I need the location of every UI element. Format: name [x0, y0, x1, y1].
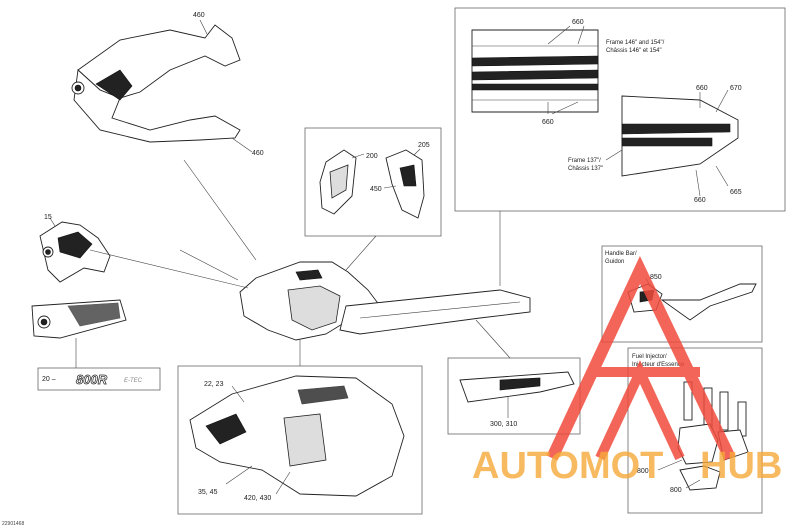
rail-decal-part — [459, 371, 575, 418]
callout-660-a: 660 — [572, 19, 584, 26]
decal-800r-box: 20 – 800R E-TEC — [37, 338, 161, 391]
note-handlebar-fr: Guidon — [605, 259, 624, 265]
side-decal-part — [31, 299, 127, 339]
front-panel-part — [189, 375, 405, 497]
fuel-injector-part — [657, 381, 749, 491]
drawing-number: 22901468 — [2, 521, 24, 527]
note-frame-137-en: Frame 137"/ — [568, 158, 601, 164]
frame-137-part — [605, 89, 739, 197]
callout-460-top: 460 — [193, 12, 205, 19]
decal-etec-text: E-TEC — [124, 378, 143, 384]
connector-lines — [89, 159, 511, 366]
side-panel-left-part — [319, 149, 365, 215]
callout-15: 15 — [44, 214, 52, 221]
handlebar-box — [601, 245, 763, 343]
snowmobile-body-part — [179, 249, 531, 341]
side-panel-right-part — [383, 148, 425, 219]
note-frame-146-en: Frame 146" and 154"/ — [606, 40, 665, 46]
callout-660-b: 660 — [542, 119, 554, 126]
callout-450: 450 — [370, 186, 382, 193]
watermark-logo — [546, 255, 736, 461]
callout-22-23: 22, 23 — [204, 381, 224, 388]
callout-35-45: 35, 45 — [198, 489, 218, 496]
frame-decals-box — [454, 7, 786, 212]
fuel-injector-box — [627, 347, 763, 514]
callout-850: 850 — [650, 274, 662, 281]
callout-300-310: 300, 310 — [490, 421, 517, 428]
side-panels-box — [304, 127, 442, 237]
hood-top-part — [71, 19, 253, 153]
note-frame-146-fr: Châssis 146" et 154" — [606, 48, 662, 54]
note-fuel-fr: Injecteur d'Essence — [632, 362, 685, 368]
callout-665: 665 — [730, 189, 742, 196]
callout-660-d: 660 — [694, 197, 706, 204]
callout-420-430: 420, 430 — [244, 495, 271, 502]
callout-20: 20 – — [42, 376, 56, 383]
callout-200: 200 — [366, 153, 378, 160]
decal-800r-text: 800R — [76, 372, 108, 387]
note-frame-137-fr: Châssis 137" — [568, 166, 603, 172]
note-handlebar-en: Handle Bar/ — [605, 251, 637, 257]
callout-660-c: 660 — [696, 85, 708, 92]
hood-small-part — [39, 217, 111, 283]
callout-800-b: 800 — [670, 487, 682, 494]
callout-460-side: 460 — [252, 150, 264, 157]
callout-800-a: 800 — [637, 468, 649, 475]
watermark-text-automot: AUTOMOT — [472, 445, 663, 487]
callout-205: 205 — [418, 142, 430, 149]
callout-670: 670 — [730, 85, 742, 92]
note-fuel-en: Fuel Injector/ — [632, 354, 667, 360]
frame-146-154-part — [471, 25, 599, 115]
watermark-text-hub: HUB — [700, 445, 782, 487]
